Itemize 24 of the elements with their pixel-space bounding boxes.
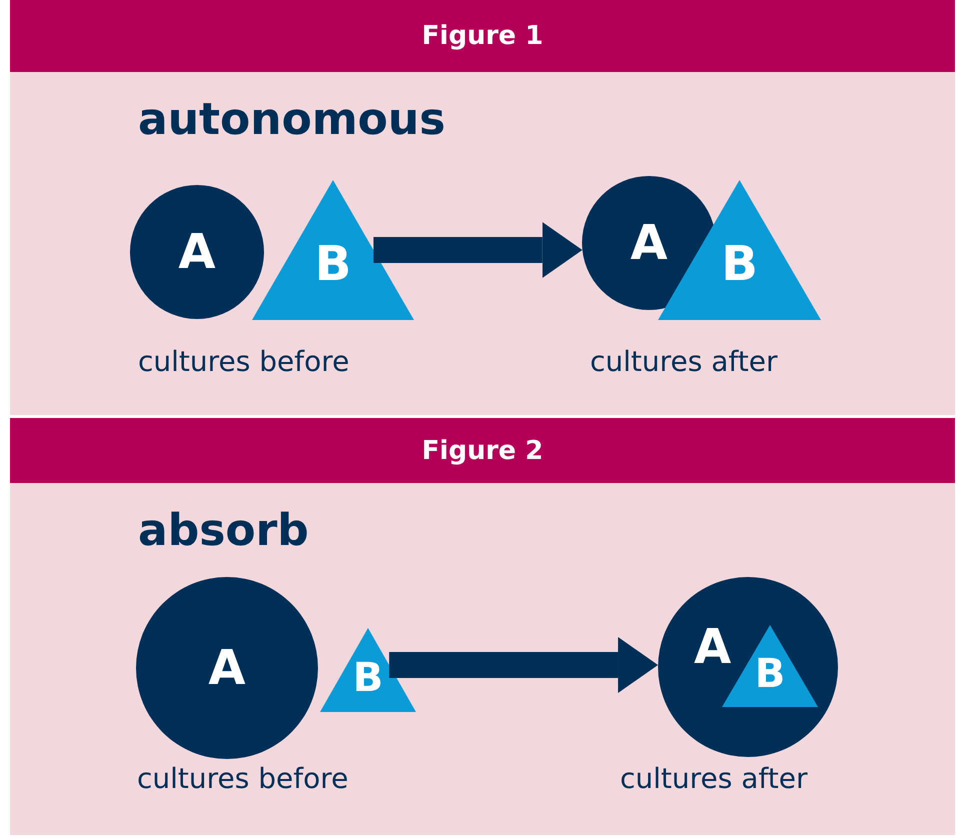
culture-letter: B	[721, 240, 758, 288]
figure-title: Figure 1	[422, 21, 544, 51]
culture-letter: A	[630, 219, 668, 267]
culture-letter: B	[352, 658, 384, 698]
panel-heading: autonomous	[138, 94, 446, 145]
culture-letter: B	[314, 240, 352, 288]
caption-text: cultures after	[620, 762, 808, 795]
figure-panel	[10, 483, 955, 835]
culture-triangle	[252, 180, 414, 320]
culture-letter: B	[754, 654, 786, 694]
caption-text: cultures after	[590, 345, 778, 378]
culture-letter: A	[694, 623, 732, 671]
figure-title: Figure 2	[422, 436, 544, 466]
culture-letter: A	[208, 644, 246, 692]
figure-header-band	[10, 0, 955, 72]
block-arrow	[374, 222, 582, 278]
culture-letter: A	[178, 228, 216, 276]
figure-panel	[10, 72, 955, 415]
caption-text: cultures before	[137, 762, 348, 795]
figure-header-band	[10, 418, 955, 483]
caption-text: cultures before	[138, 345, 350, 378]
block-arrow	[389, 637, 658, 693]
panel-heading: absorb	[138, 505, 309, 556]
culture-triangle	[320, 628, 416, 712]
